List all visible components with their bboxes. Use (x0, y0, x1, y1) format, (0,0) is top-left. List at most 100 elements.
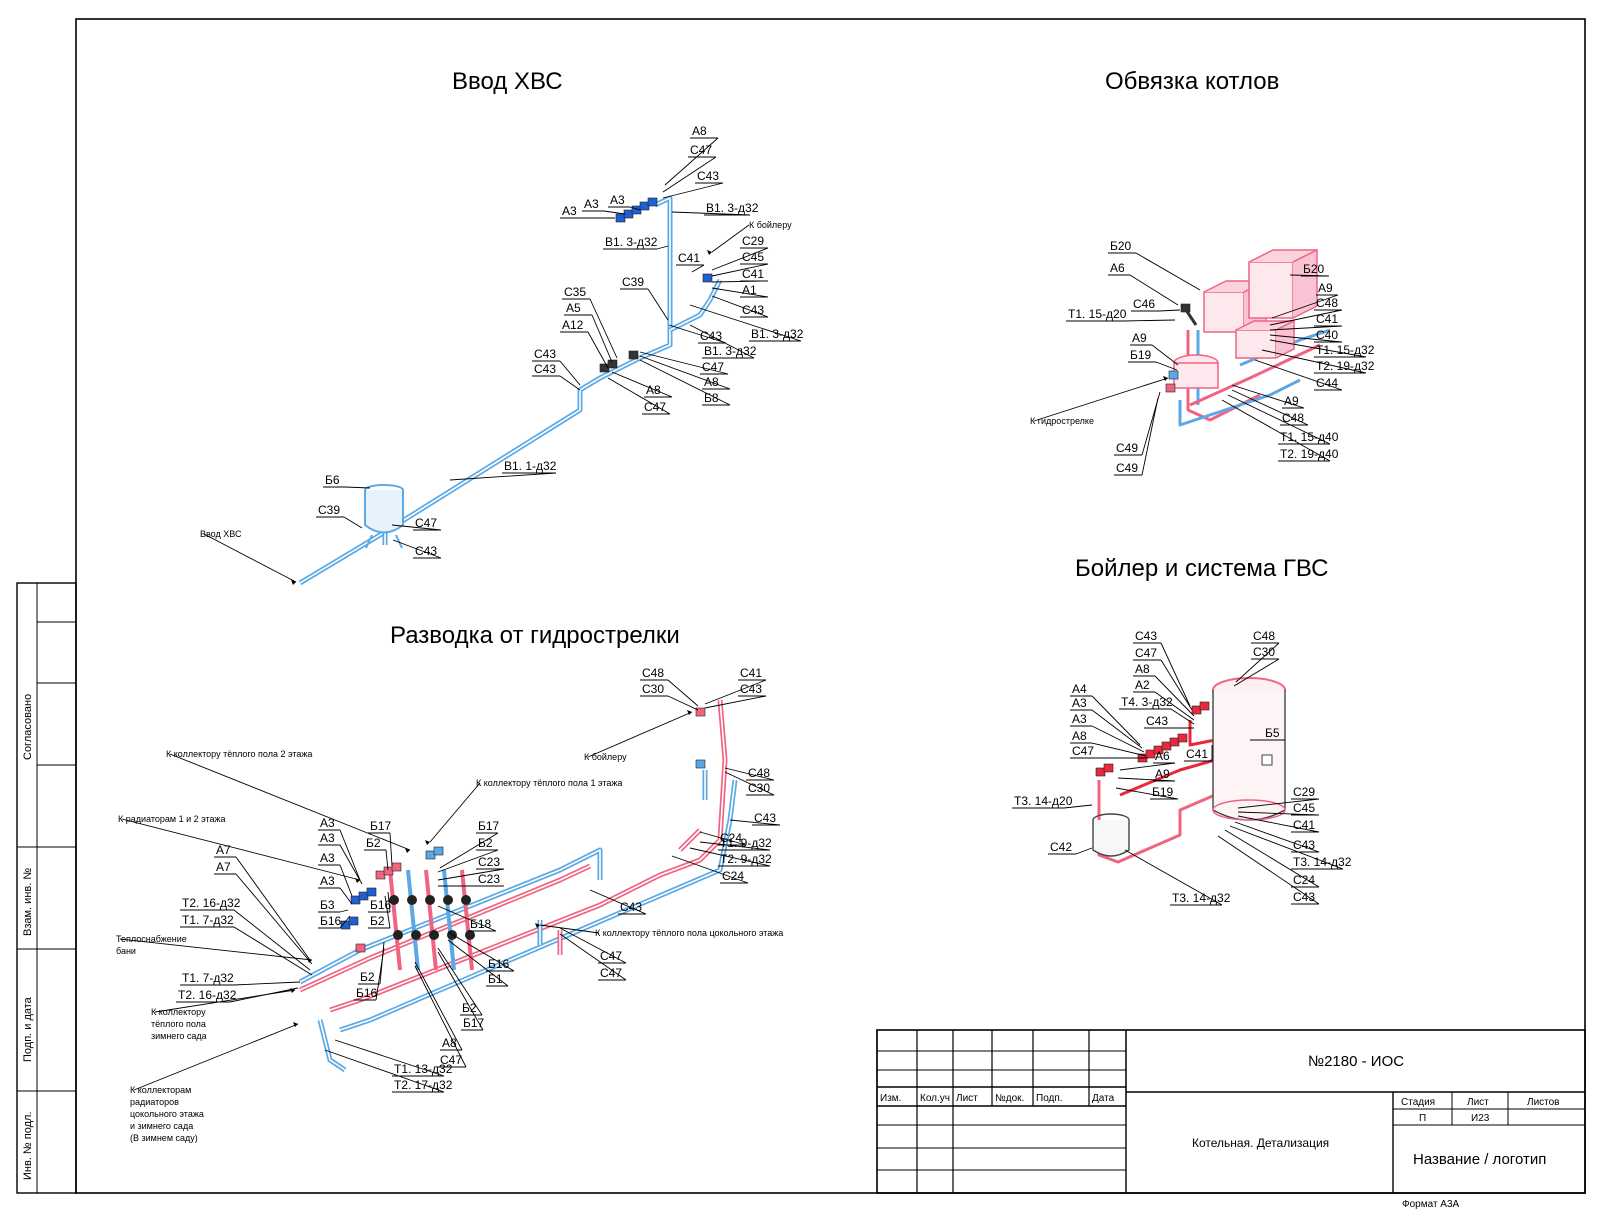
callout-label: С23 (478, 872, 500, 886)
callout-label: В1. 3-д32 (704, 344, 757, 358)
callout-leader (711, 280, 769, 283)
callout-label: А3 (584, 197, 599, 211)
callout-leader (591, 314, 613, 363)
note-text: радиаторов (130, 1097, 179, 1107)
pipe-core (299, 849, 601, 983)
callout-leader (711, 263, 769, 277)
manifold-pump (389, 895, 399, 905)
note-leader (539, 924, 600, 934)
callout-label: С30 (642, 682, 664, 696)
callout-leader (607, 377, 671, 415)
tb-header: Лист (956, 1093, 978, 1104)
callout-label: Б5 (1265, 726, 1280, 740)
callout-label: С29 (742, 234, 764, 248)
callout-leader (1224, 829, 1320, 888)
callout-leader (334, 1039, 445, 1077)
callout-leader (235, 856, 311, 961)
note-text: К бойлеру (749, 220, 792, 230)
callout-label: С24 (720, 831, 742, 845)
valve-fitting (639, 201, 650, 211)
callout-label: Т1. 15-д32 (1316, 343, 1375, 357)
valve-fitting (607, 359, 618, 369)
callout-leader (639, 351, 729, 375)
pipe-core (679, 829, 701, 851)
callout-leader (629, 206, 641, 211)
callout-label: С43 (754, 811, 776, 825)
callout-leader (233, 909, 311, 971)
callout-label: С39 (318, 503, 340, 517)
callout-label: С43 (620, 900, 642, 914)
callout-label: С41 (1316, 312, 1338, 326)
callout-leader (639, 355, 731, 390)
callout-label: Б1 (488, 972, 503, 986)
callout-leader (1155, 361, 1178, 371)
callout-leader (1123, 319, 1176, 322)
note-text: К коллектору (151, 1007, 206, 1017)
stamp-soglasovano: Согласовано (22, 694, 34, 760)
callout-leader (662, 182, 724, 199)
pipe-segment (388, 869, 402, 971)
tb-sheet: И23 (1471, 1113, 1490, 1124)
callout-leader (559, 927, 627, 964)
note-text: зимнего сада (151, 1031, 207, 1041)
leader-lines (119, 137, 1367, 1093)
callout-leader (1217, 835, 1320, 905)
callout-label: А9 (1132, 331, 1147, 345)
callout-label: С48 (1253, 629, 1275, 643)
tb-header: №док. (995, 1093, 1024, 1104)
manifold-pump (461, 895, 471, 905)
callout-leader (711, 287, 769, 298)
valve-fitting (1177, 733, 1188, 743)
note-text: К коллектору тёплого пола 2 этажа (166, 749, 312, 759)
callout-label: С45 (1293, 801, 1315, 815)
callout-leader (1271, 294, 1339, 319)
note-leader (119, 938, 313, 961)
callout-label: С43 (700, 329, 722, 343)
note-text: Теплоснабжение (116, 934, 187, 944)
callout-leader (437, 849, 499, 873)
callout-label: С43 (1135, 629, 1157, 643)
callout-leader (1289, 274, 1330, 277)
callout-label: Т2. 9-д32 (720, 852, 772, 866)
callout-leader (1221, 399, 1331, 462)
callout-leader (1119, 762, 1176, 771)
pipe-segment (1184, 309, 1198, 326)
callout-label: Т2. 16-д32 (178, 988, 237, 1002)
callout-label: Т2. 19-д40 (1280, 447, 1339, 461)
callout-label: С41 (740, 666, 762, 680)
pipe-core (329, 699, 726, 1011)
callout-label: А3 (562, 204, 577, 218)
callout-label: Т1. 9-д32 (720, 836, 772, 850)
tb-header: Дата (1092, 1093, 1115, 1104)
callout-leader (589, 889, 647, 915)
callout-leader (414, 961, 463, 1051)
manifold-pump (411, 930, 421, 940)
pipe-segment (460, 869, 474, 971)
callout-label: В1. 3-д32 (605, 235, 658, 249)
callout-label: С40 (1316, 328, 1338, 342)
callout-leader (704, 695, 767, 709)
callout-label: С23 (478, 855, 500, 869)
callout-label: Б6 (325, 473, 340, 487)
callout-label: С47 (702, 360, 724, 374)
callout-leader (233, 981, 301, 986)
valve-fitting (433, 846, 444, 856)
title-razvodka: Разводка от гидрострелки (390, 622, 680, 649)
callout-leader (559, 933, 627, 981)
callout-leader (1129, 274, 1179, 306)
callout-leader (1091, 695, 1141, 746)
callout-leader (339, 844, 363, 885)
callout-leader (711, 247, 769, 271)
valve-fitting (702, 273, 713, 283)
callout-leader (437, 868, 505, 881)
callout-label: Б17 (463, 1016, 485, 1030)
callout-leader (1234, 821, 1320, 853)
callout-leader (704, 679, 767, 705)
callout-label: С48 (642, 666, 664, 680)
callout-leader (391, 524, 442, 531)
callout-label: Б3 (320, 898, 335, 912)
callout-label: А5 (566, 301, 581, 315)
callout-label: С47 (690, 143, 712, 157)
callout-label: С41 (742, 267, 764, 281)
callout-leader (343, 516, 363, 529)
